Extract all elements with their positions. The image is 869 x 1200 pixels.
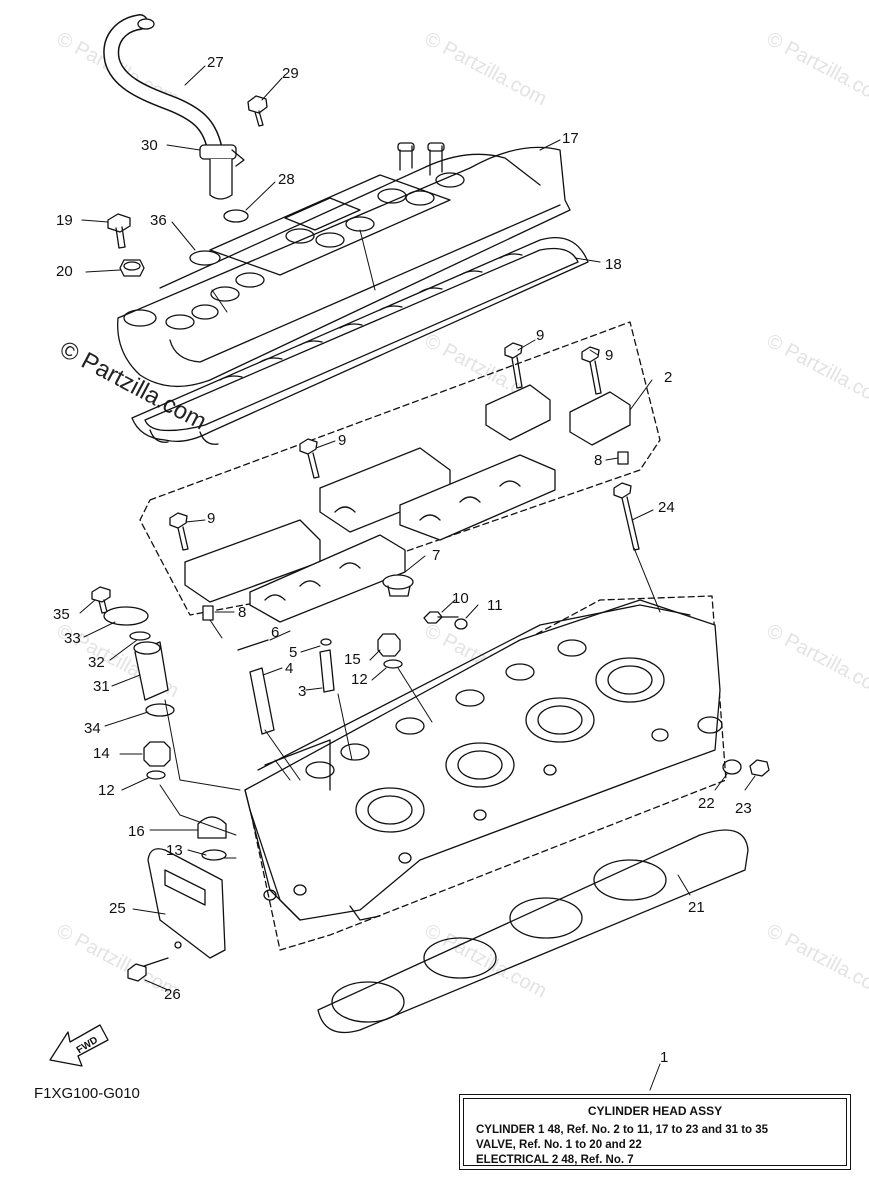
assembly-line-valve: VALVE, Ref. No. 1 to 20 and 22 [476,1139,642,1151]
callout-9c: 9 [338,432,347,449]
washer-12b [146,770,166,780]
plug-7 [382,574,414,597]
callout-16: 16 [128,823,145,840]
callout-8a: 8 [594,452,603,469]
washer-13 [201,849,227,861]
pin-6 [237,639,269,651]
head-cover-gasket [131,236,589,445]
washer-32 [129,631,151,641]
callout-20: 20 [56,263,73,280]
forward-arrow-icon [49,1024,109,1067]
assembly-line-cylinder: CYLINDER 1 48, Ref. No. 2 to 11, 17 to 2… [476,1124,769,1136]
filter-31 [133,641,169,701]
figure-code: F1XG100-G010 [34,1085,140,1102]
callout-11: 11 [487,597,503,614]
callout-4: 4 [285,660,294,677]
assembly-info-box: CYLINDER HEAD ASSY CYLINDER 1 48, Ref. N… [459,1094,851,1170]
callout-25: 25 [109,900,126,917]
bolt-35 [91,586,111,614]
callout-23: 23 [735,800,752,817]
assembly-line-electrical: ELECTRICAL 2 48, Ref. No. 7 [476,1154,634,1166]
washer-22 [722,759,742,775]
cylinder-head [244,599,723,921]
nut-15 [377,633,401,657]
callout-2: 2 [664,369,673,386]
callout-27: 27 [207,54,224,71]
plug-36 [189,250,221,266]
callout-32: 32 [88,654,105,671]
callout-5: 5 [289,644,298,661]
callout-8b: 8 [238,604,247,621]
callout-13: 13 [166,842,183,859]
callout-12b: 12 [98,782,115,799]
callout-36: 36 [150,212,167,229]
callout-12a: 12 [351,671,368,688]
bolt-23 [749,759,770,777]
pin-3 [319,649,335,693]
callout-29: 29 [282,65,299,82]
clip-5 [320,638,332,646]
washer-12a [383,659,403,669]
bolt-19 [107,213,131,249]
o-ring-34 [145,703,175,717]
breather-hose [103,14,245,200]
callout-9b: 9 [605,347,614,364]
nut-16 [197,816,227,839]
callout-14: 14 [93,745,110,762]
camshaft-cap-upper-right [485,342,631,465]
assembly-title: CYLINDER HEAD ASSY [587,1104,723,1118]
callout-10: 10 [452,590,469,607]
callout-9a: 9 [536,327,545,344]
callout-31: 31 [93,678,110,695]
callout-34: 34 [84,720,101,737]
callout-7: 7 [432,547,441,564]
callout-1: 1 [660,1049,669,1066]
assembly-info-inner: CYLINDER HEAD ASSY CYLINDER 1 48, Ref. N… [463,1098,847,1166]
callout-17: 17 [562,130,579,147]
callout-26: 26 [164,986,181,1003]
o-ring-28 [223,209,249,223]
camshaft-cap-middle [299,438,556,541]
bolt-29 [247,95,268,127]
callout-6: 6 [271,624,280,641]
callout-15: 15 [344,651,361,668]
camshaft-cap-lower [169,512,406,623]
cylinder-head-gasket [317,829,749,1034]
guide-4 [249,667,275,735]
callout-28: 28 [278,171,295,188]
callout-21: 21 [688,899,705,916]
plate-33 [103,606,149,626]
nut-14 [143,741,171,767]
washer-11 [454,618,468,630]
callout-33: 33 [64,630,81,647]
bolt-10 [423,611,459,624]
callout-35: 35 [53,606,70,623]
callout-18: 18 [605,256,622,273]
head-cover [117,142,571,388]
leader-lines [79,65,756,1091]
cylinder-head-group-boundary [245,595,727,951]
bolt-24 [613,482,640,551]
callout-9d: 9 [207,510,216,527]
bracket-25 [147,848,226,959]
bolt-26 [127,957,169,982]
callout-24: 24 [658,499,675,516]
grommet-20 [119,259,145,277]
callout-19: 19 [56,212,73,229]
callout-30: 30 [141,137,158,154]
callout-22: 22 [698,795,715,812]
callout-3: 3 [298,683,307,700]
